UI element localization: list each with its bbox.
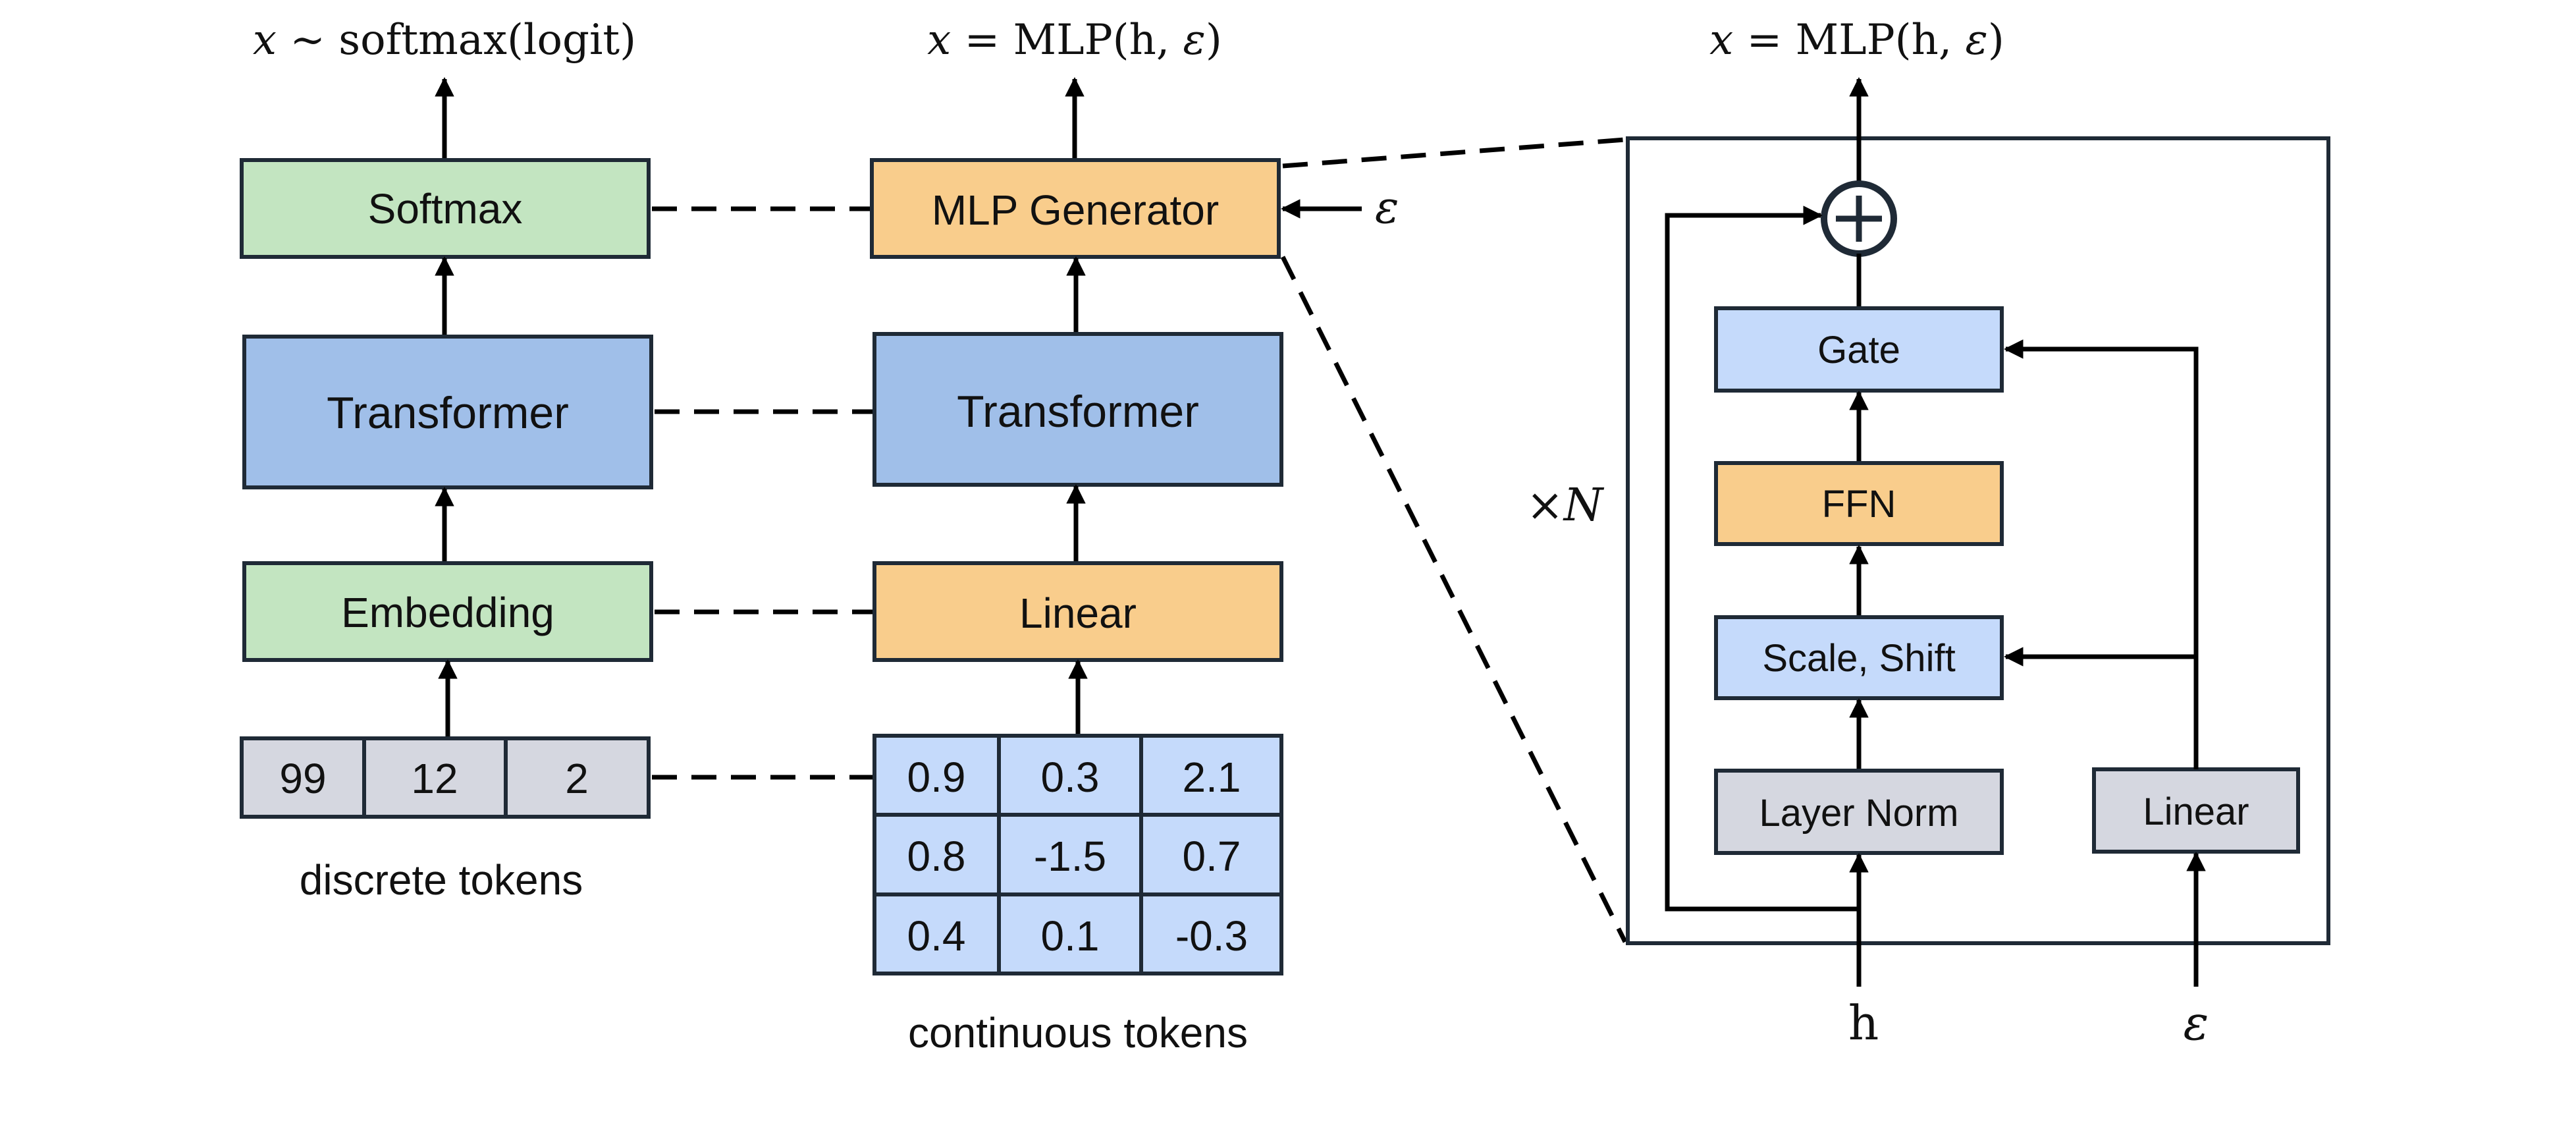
discrete-token-row: 99 12 2	[240, 736, 651, 819]
gate-box	[1714, 306, 2004, 393]
repeat-count-label: ×N	[1526, 480, 1605, 532]
continuous-token-value: 0.1	[1041, 912, 1100, 960]
mlp-generator-box	[870, 158, 1281, 259]
layer-norm-label: Layer Norm	[1759, 792, 1959, 835]
left-transformer-label: Transformer	[327, 388, 569, 438]
eps-input-label: ε	[2184, 995, 2209, 1051]
layer-norm-box	[1714, 769, 2004, 855]
softmax-label: Softmax	[368, 185, 523, 233]
discrete-token-cell	[504, 736, 651, 819]
continuous-token-value: 2.1	[1183, 754, 1241, 801]
continuous-token-value: -1.5	[1034, 833, 1106, 880]
scale-shift-label: Scale, Shift	[1762, 637, 1955, 680]
left-transformer-box	[242, 335, 653, 489]
linear-label: Linear	[1019, 590, 1137, 637]
linear-box	[872, 561, 1283, 662]
continuous-tokens-caption: continuous tokens	[908, 1009, 1248, 1056]
condition-linear-label: Linear	[2143, 790, 2249, 833]
left-top-formula: x ~ softmax(logit)	[253, 16, 636, 65]
continuous-token-grid-frame	[872, 734, 1283, 975]
continuous-token-grid: 0.9 0.3 2.1 0.8 -1.5 0.7 0.4 0.1 -0.3	[872, 734, 1283, 975]
discrete-token-value: 12	[411, 755, 458, 802]
mlp-eps-input: ε	[1375, 182, 1399, 234]
zoom-line-bottom	[1280, 256, 1628, 943]
continuous-token-value: 0.9	[907, 754, 966, 801]
mlp-generator-detail: x = MLP(h, ε) ×N Gate FFN Scale, Shift L…	[1526, 16, 2330, 1051]
h-input-label: h	[1848, 995, 1879, 1051]
continuous-token-value: 0.8	[907, 833, 966, 880]
right-top-formula: x = MLP(h, ε)	[1709, 16, 2004, 65]
correspondence-lines	[652, 206, 873, 780]
embedding-box	[242, 561, 653, 662]
condition-to-gate	[2004, 339, 2199, 769]
mlp-generator-label: MLP Generator	[932, 186, 1219, 234]
zoom-line-top	[1282, 137, 1626, 169]
discrete-token-value: 2	[565, 755, 589, 802]
discrete-tokens-caption: discrete tokens	[300, 856, 583, 904]
discrete-column: x ~ softmax(logit) Softmax Transformer E…	[240, 16, 653, 904]
embedding-label: Embedding	[341, 589, 554, 636]
ffn-label: FFN	[1822, 483, 1896, 526]
discrete-token-value: 99	[279, 755, 326, 802]
middle-transformer-box	[872, 332, 1283, 487]
continuous-token-value: 0.7	[1183, 833, 1241, 880]
continuous-column: x = MLP(h, ε) MLP Generator ε Transforme…	[870, 16, 1399, 1056]
continuous-token-value: 0.3	[1041, 754, 1100, 801]
discrete-token-cell	[240, 736, 366, 819]
middle-top-formula: x = MLP(h, ε)	[927, 16, 1222, 65]
middle-transformer-label: Transformer	[957, 387, 1199, 437]
ffn-box	[1714, 461, 2004, 546]
continuous-token-value: -0.3	[1175, 912, 1248, 960]
zoom-lines	[1280, 137, 1628, 943]
gate-label: Gate	[1817, 329, 1900, 371]
continuous-token-value: 0.4	[907, 912, 966, 960]
residual-block-frame	[1626, 136, 2330, 945]
scale-shift-box	[1714, 615, 2004, 700]
residual-skip-connection	[1665, 206, 1859, 912]
